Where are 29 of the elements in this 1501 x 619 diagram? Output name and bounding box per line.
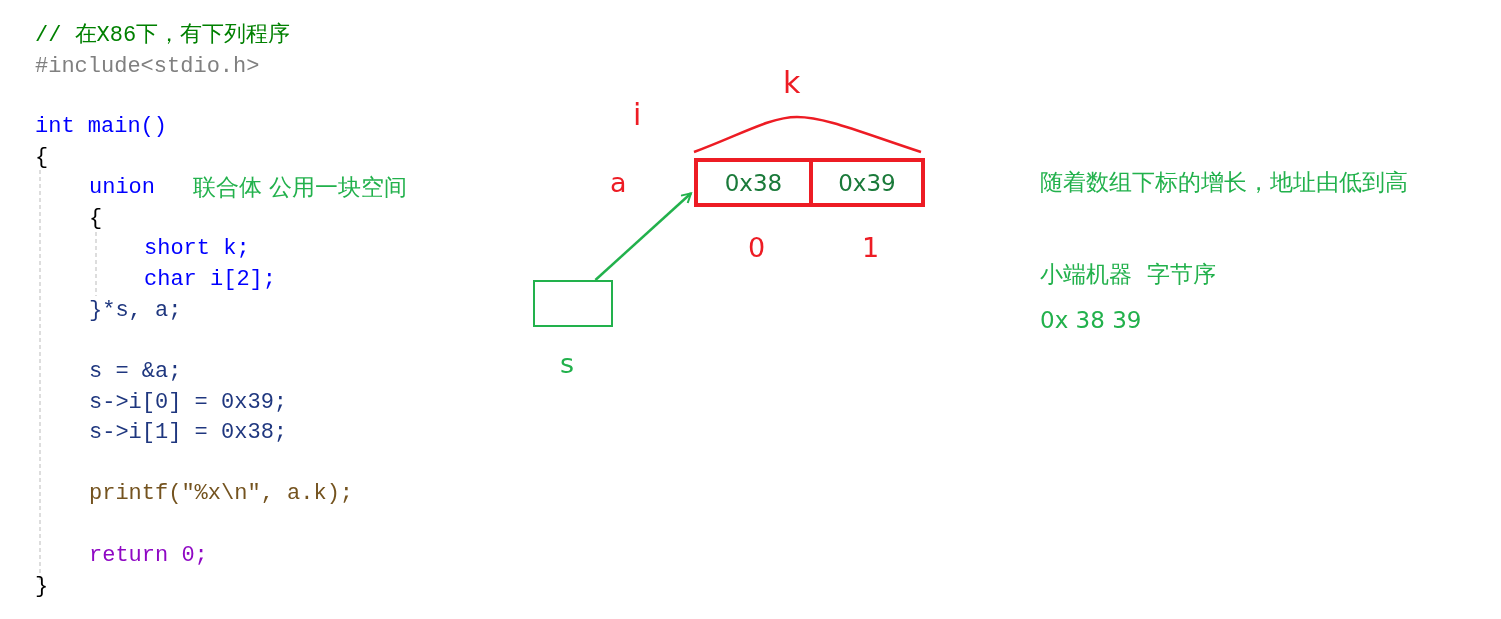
hex-value: 0x38 xyxy=(724,169,783,196)
hex-value: 0x39 xyxy=(838,169,896,196)
annotation-text: 小端机器 字节序 xyxy=(1040,263,1216,286)
annotation-text: 联合体 公用一块空间 xyxy=(193,176,408,199)
code-line: s->i[1] = 0x38; xyxy=(89,422,288,444)
pointer-box xyxy=(533,280,613,327)
variable-label: i xyxy=(633,100,642,130)
annotation-text: 随着数组下标的增长，地址由低到高 xyxy=(1040,171,1408,194)
code-line: s->i[0] = 0x39; xyxy=(89,392,288,414)
code-line: s = &a; xyxy=(89,361,182,383)
pointer-arrow xyxy=(594,192,692,281)
index-label: 0 xyxy=(748,234,766,261)
code-line: char i[2]; xyxy=(144,269,277,291)
variable-label: k xyxy=(783,68,801,98)
variable-label: s xyxy=(560,350,575,377)
code-line: union xyxy=(89,177,155,199)
code-line: } xyxy=(35,576,49,598)
code-line: }*s, a; xyxy=(89,300,182,322)
union-memory-block xyxy=(694,158,925,207)
code-line: return 0; xyxy=(89,545,208,567)
code-line: { xyxy=(35,147,49,169)
variable-label: a xyxy=(610,169,627,196)
code-line: printf("%x\n", a.k); xyxy=(89,483,354,505)
code-line: short k; xyxy=(144,238,250,260)
index-label: 1 xyxy=(862,234,880,261)
code-line: { xyxy=(89,208,103,230)
code-line: #include<stdio.h> xyxy=(35,56,260,78)
code-line: int main() xyxy=(35,116,168,138)
annotation-text: 0x 38 39 xyxy=(1040,309,1142,332)
